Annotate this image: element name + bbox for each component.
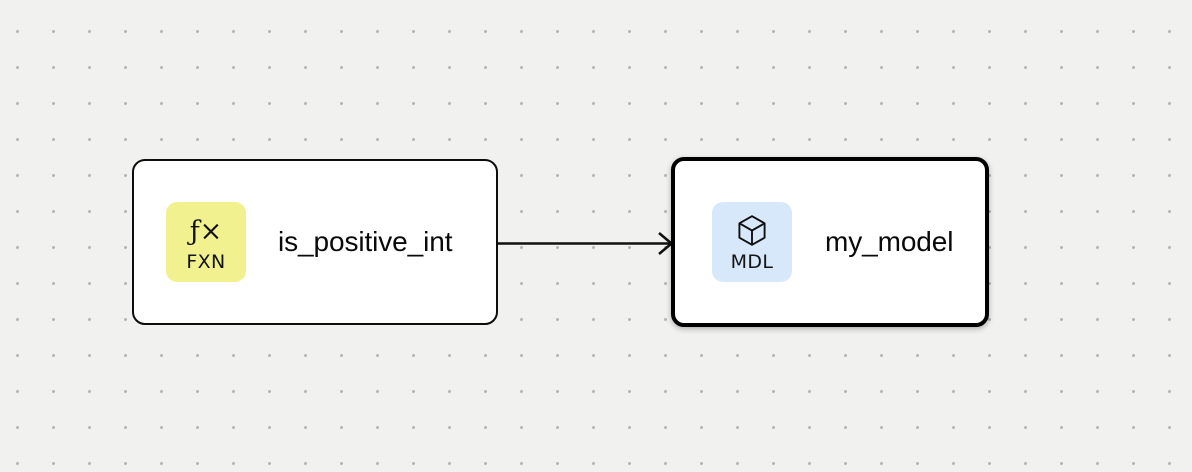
node-badge-caption: FXN	[186, 251, 226, 273]
edge-fxn-to-mdl[interactable]	[498, 232, 674, 255]
cube-box-icon	[736, 212, 768, 250]
function-fx-icon: ƒ×	[189, 215, 223, 247]
node-badge-caption: MDL	[730, 251, 774, 273]
node-my-model[interactable]: MDL my_model	[671, 157, 989, 327]
node-is-positive-int[interactable]: ƒ× FXN is_positive_int	[132, 159, 498, 325]
edge-arrowhead-icon	[658, 232, 674, 255]
node-badge-fxn: ƒ× FXN	[166, 202, 246, 282]
node-title-mdl: my_model	[825, 226, 954, 257]
node-title-fxn: is_positive_int	[278, 226, 453, 257]
node-badge-mdl: MDL	[712, 202, 792, 282]
